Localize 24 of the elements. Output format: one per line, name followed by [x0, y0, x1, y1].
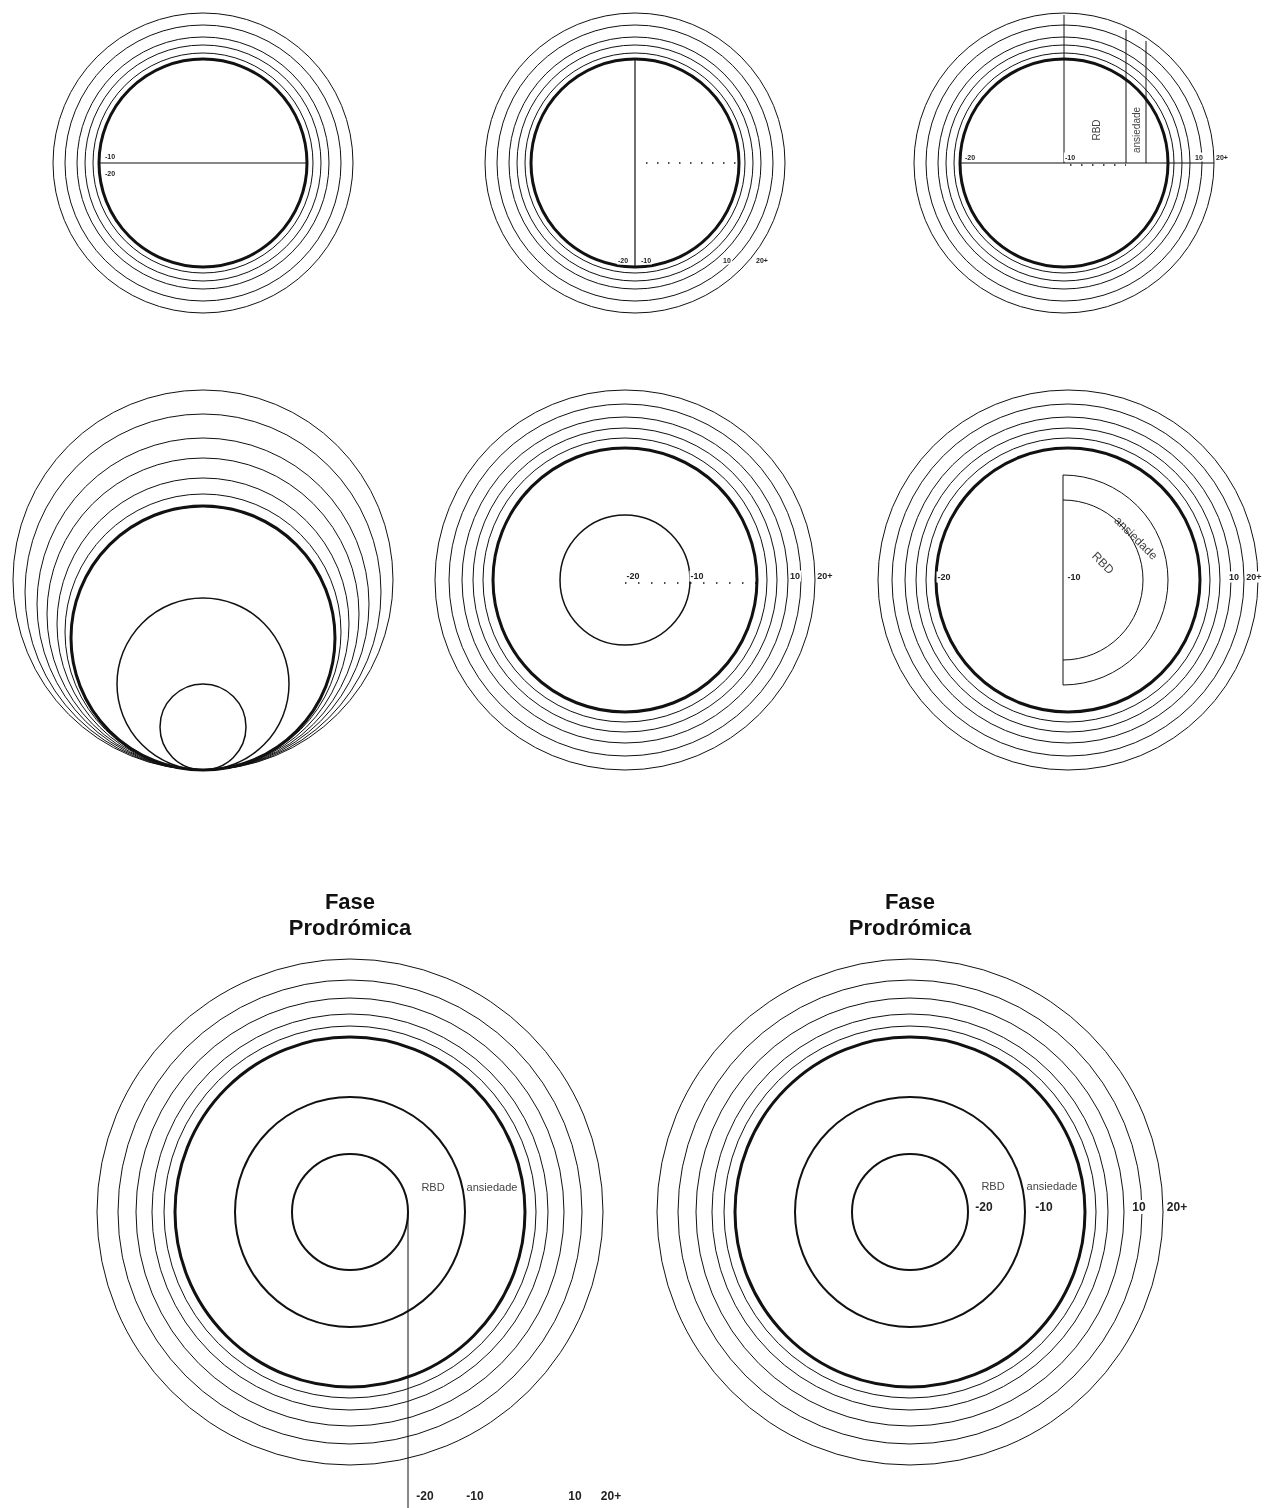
zone-label: RBD: [421, 1181, 445, 1193]
panel-title: Fase Prodrómica: [847, 888, 973, 942]
axis-label: 20+: [1245, 571, 1263, 583]
axis-label: -10: [465, 1489, 485, 1503]
axis-label: 10: [1228, 571, 1240, 583]
axis-label: -20: [415, 1489, 435, 1503]
zone-label: ansiedade: [1132, 106, 1142, 154]
axis-label: 10: [1131, 1200, 1147, 1214]
axis-label: 10: [789, 570, 801, 582]
axis-label: -20: [625, 570, 641, 582]
axis-label: 10: [567, 1489, 583, 1503]
axis-label: 20+: [816, 570, 834, 582]
axis-label: -20: [974, 1200, 994, 1214]
zone-label: ansiedade: [1026, 1180, 1078, 1192]
panel-title: Fase Prodrómica: [287, 888, 413, 942]
axis-label: -10: [1034, 1200, 1054, 1214]
zone-label: RBD: [1092, 119, 1102, 141]
axis-label: 20+: [599, 1489, 623, 1503]
axis-label: -10: [689, 570, 705, 582]
axis-label: 20+: [1165, 1200, 1189, 1214]
zone-label: ansiedade: [466, 1181, 518, 1193]
axis-label: -20: [936, 571, 952, 583]
zone-label: RBD: [981, 1180, 1005, 1192]
axis-label: -10: [1066, 571, 1082, 583]
